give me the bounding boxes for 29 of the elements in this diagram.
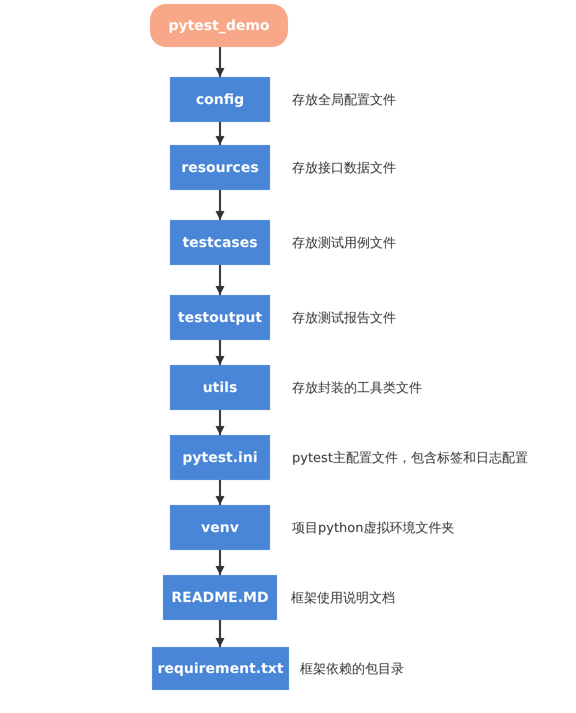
folder-name: config [196,92,244,108]
folder-name: pytest.ini [182,450,258,466]
arrow [216,265,224,295]
description-text: 存放接口数据文件 [292,160,396,176]
description-text: 项目python虚拟环境文件夹 [292,520,454,536]
description-text: 存放全局配置文件 [292,92,396,108]
arrow [216,340,224,365]
description-text: 存放测试用例文件 [292,234,396,252]
arrow [216,47,224,77]
arrow [216,122,224,145]
arrow [216,620,224,647]
description-text: 框架使用说明文档 [291,590,395,606]
description-text: pytest主配置文件，包含标签和日志配置 [292,450,528,466]
folder-name: resources [181,160,259,176]
folder-name: requirement.txt [157,660,284,676]
folder-name: venv [201,520,239,536]
arrow [216,410,224,435]
folder-name: README.MD [171,590,269,606]
folder-name: testoutput [178,310,262,326]
arrow [216,190,224,220]
folder-name: testcases [182,234,258,250]
root-folder-box [150,4,288,47]
folder-name: utils [202,380,238,396]
description-text: 存放测试报告文件 [292,310,396,326]
description-text: 存放封装的工具类文件 [292,380,422,396]
arrow [216,480,224,505]
arrow [216,550,224,575]
description-text: 框架依赖的包目录 [300,660,404,678]
root-folder-name: pytest_demo [168,18,270,34]
